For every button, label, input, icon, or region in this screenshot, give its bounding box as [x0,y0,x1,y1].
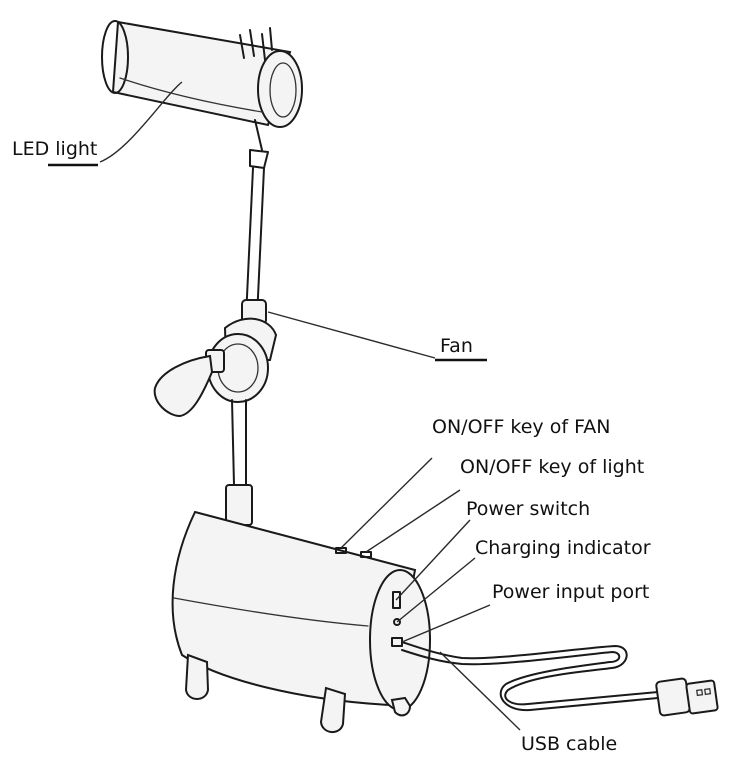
leader-led-light [99,81,183,163]
usb-cable [401,641,719,717]
leader-power-switch [395,519,471,601]
label-on-off-light-key: ON/OFF key of light [460,456,644,478]
label-underlines [48,163,487,362]
leader-lines [99,81,521,731]
leader-power-input-port [401,604,491,643]
fan [153,317,278,418]
leader-fan-key [340,457,433,549]
label-led-light: LED light [12,138,97,160]
label-charging-indicator: Charging indicator [475,537,651,559]
leader-charging-indicator [396,557,476,623]
lower-rod [225,399,253,526]
label-usb-cable: USB cable [521,733,617,755]
upper-rod [241,119,269,325]
label-power-input-port: Power input port [492,581,649,603]
leader-usb-cable [439,651,521,731]
label-power-switch: Power switch [466,498,590,520]
label-on-off-fan-key: ON/OFF key of FAN [432,416,610,438]
base-body [171,510,431,711]
label-fan: Fan [440,335,473,357]
base-feet [184,653,412,733]
led-light-head [101,20,303,128]
leader-light-key [365,489,461,553]
leader-fan [267,311,436,359]
